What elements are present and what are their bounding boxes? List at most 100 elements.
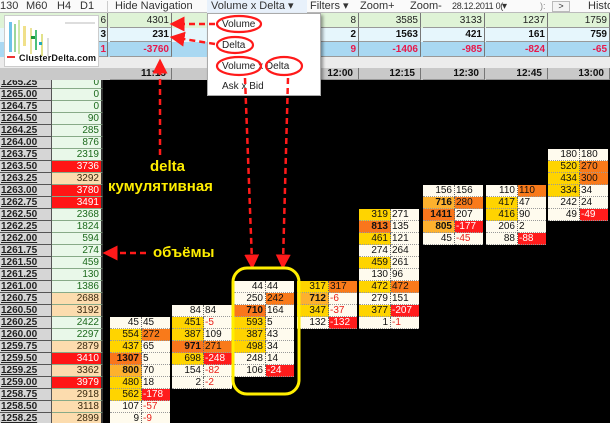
- cluster-volume-cell: 434: [548, 173, 580, 185]
- date-input[interactable]: 28.12.2011 0(: [452, 1, 503, 11]
- price-volume-cell: 3736: [52, 161, 103, 173]
- price-volume-cell: 3118: [52, 401, 103, 413]
- time-header-cell[interactable]: 11:15: [110, 68, 172, 80]
- timeframe-h4-button[interactable]: H4: [57, 0, 72, 12]
- cluster-volume-cell: 1411: [423, 209, 455, 221]
- cluster-delta-cell: -177: [455, 221, 483, 233]
- price-volume-cell: 2899: [52, 413, 103, 423]
- price-label: 1264.50: [0, 113, 52, 125]
- view-mode-dropdown[interactable]: Volume x Delta ▾: [207, 0, 307, 13]
- menu-item-delta[interactable]: Delta: [222, 40, 246, 51]
- price-volume-cell: 0: [52, 89, 103, 101]
- cluster-volume-cell: 250: [234, 293, 266, 305]
- delta-summary-cell: 231: [110, 28, 172, 42]
- history-button[interactable]: Histo: [588, 0, 610, 12]
- cluster-volume-cell: 206: [486, 221, 518, 233]
- cluster-volume-cell: 461: [359, 233, 391, 245]
- view-mode-menu: Volume Delta Volume x Delta Ask x Bid: [207, 13, 321, 96]
- price-label: 1263.00: [0, 185, 52, 197]
- cluster-delta-cell: 264: [391, 245, 419, 257]
- cluster-volume-cell: 562: [110, 389, 142, 401]
- zoom-out-button[interactable]: Zoom-: [410, 0, 442, 12]
- price-volume-cell: 2422: [52, 317, 103, 329]
- time-header-cell[interactable]: 12:30: [423, 68, 485, 80]
- cluster-volume-cell: 248: [234, 353, 266, 365]
- hide-navigation-button[interactable]: Hide Navigation: [115, 0, 193, 12]
- cluster-delta-cell: 43: [266, 329, 294, 341]
- cluster-volume-cell: 710: [234, 305, 266, 317]
- price-volume-cell: 0: [52, 101, 103, 113]
- price-volume-cell: 876: [52, 137, 103, 149]
- mini-chart-icon: [7, 20, 95, 58]
- time-header-cell[interactable]: 12:00: [297, 68, 359, 80]
- cluster-delta-cell: 2: [518, 221, 546, 233]
- cluster-volume-cell: 416: [486, 209, 518, 221]
- cum-delta-summary-cell: 9: [297, 42, 359, 57]
- navigation-thumbnail[interactable]: ClusterDelta.com: [4, 15, 99, 67]
- cluster-delta-cell: 272: [142, 329, 170, 341]
- cluster-volume-cell: 334: [548, 185, 580, 197]
- price-label: 1265.00: [0, 89, 52, 101]
- price-label: 1258.25: [0, 413, 52, 423]
- toolbar: 130 M60 H4 D1 Hide Navigation Volume x D…: [0, 0, 610, 13]
- cluster-volume-cell: 156: [423, 185, 455, 197]
- timeframe-m30-button[interactable]: 130: [0, 0, 19, 12]
- cluster-volume-cell: 800: [110, 365, 142, 377]
- price-label: 1259.00: [0, 377, 52, 389]
- menu-item-volume-x-delta[interactable]: Volume x Delta: [222, 61, 290, 72]
- cluster-volume-cell: 712: [297, 293, 329, 305]
- cluster-delta-cell: -207: [391, 305, 419, 317]
- volume-summary-cell: 3133: [423, 13, 485, 28]
- price-volume-cell: 0: [52, 80, 103, 89]
- cluster-volume-cell: 106: [234, 365, 266, 377]
- date-dropdown-arrow-icon[interactable]: ▾: [502, 1, 508, 12]
- cluster-delta-cell: 5: [142, 353, 170, 365]
- price-label: 1262.25: [0, 221, 52, 233]
- cluster-volume-cell: 319: [359, 209, 391, 221]
- price-label: 1259.75: [0, 341, 52, 353]
- price-volume-cell: 130: [52, 269, 103, 281]
- cluster-volume-cell: 971: [172, 341, 204, 353]
- cluster-volume-cell: 132: [297, 317, 329, 329]
- next-button[interactable]: >: [552, 1, 570, 12]
- cluster-volume-cell: 274: [359, 245, 391, 257]
- cluster-delta-cell: 65: [142, 341, 170, 353]
- menu-item-ask-x-bid[interactable]: Ask x Bid: [222, 81, 264, 92]
- cluster-delta-cell: 317: [329, 281, 357, 293]
- cluster-delta-cell: 110: [518, 185, 546, 197]
- cluster-volume-cell: 387: [234, 329, 266, 341]
- cluster-delta-cell: -45: [455, 233, 483, 245]
- price-volume-cell: 3192: [52, 305, 103, 317]
- cluster-delta-cell: 34: [266, 341, 294, 353]
- cluster-volume-cell: 49: [548, 209, 580, 221]
- price-label: 1263.50: [0, 161, 52, 173]
- menu-item-volume[interactable]: Volume: [222, 19, 256, 30]
- price-volume-cell: 459: [52, 257, 103, 269]
- cluster-volume-cell: 45: [423, 233, 455, 245]
- cluster-delta-cell: 84: [204, 305, 232, 317]
- time-header-cell[interactable]: 12:45: [486, 68, 548, 80]
- timeframe-m60-button[interactable]: M60: [26, 0, 48, 12]
- cum-delta-summary-cell: -65: [548, 42, 610, 57]
- timeframe-d1-button[interactable]: D1: [80, 0, 95, 12]
- price-label: 1263.75: [0, 149, 52, 161]
- zoom-in-button[interactable]: Zoom+: [360, 0, 395, 12]
- price-volume-cell: 3491: [52, 197, 103, 209]
- cluster-volume-cell: 437: [110, 341, 142, 353]
- price-volume-cell: 2368: [52, 209, 103, 221]
- volume-summary-cell: 4301: [110, 13, 172, 28]
- time-header-cell[interactable]: 12:15: [359, 68, 421, 80]
- time-header-cell[interactable]: 13:00: [548, 68, 610, 80]
- cluster-volume-cell: 472: [359, 281, 391, 293]
- cluster-delta-cell: 271: [391, 209, 419, 221]
- cluster-delta-cell: 18: [142, 377, 170, 389]
- price-volume-cell: 2319: [52, 149, 103, 161]
- filters-dropdown[interactable]: Filters ▾: [310, 0, 349, 12]
- cluster-volume-cell: 347: [297, 305, 329, 317]
- delta-summary-cell: 421: [423, 28, 485, 42]
- cluster-volume-cell: 417: [486, 197, 518, 209]
- cluster-volume-cell: 377: [359, 305, 391, 317]
- cluster-delta-cell: -24: [266, 365, 294, 377]
- volume-summary-cell: 1237: [486, 13, 548, 28]
- price-label: 1261.00: [0, 281, 52, 293]
